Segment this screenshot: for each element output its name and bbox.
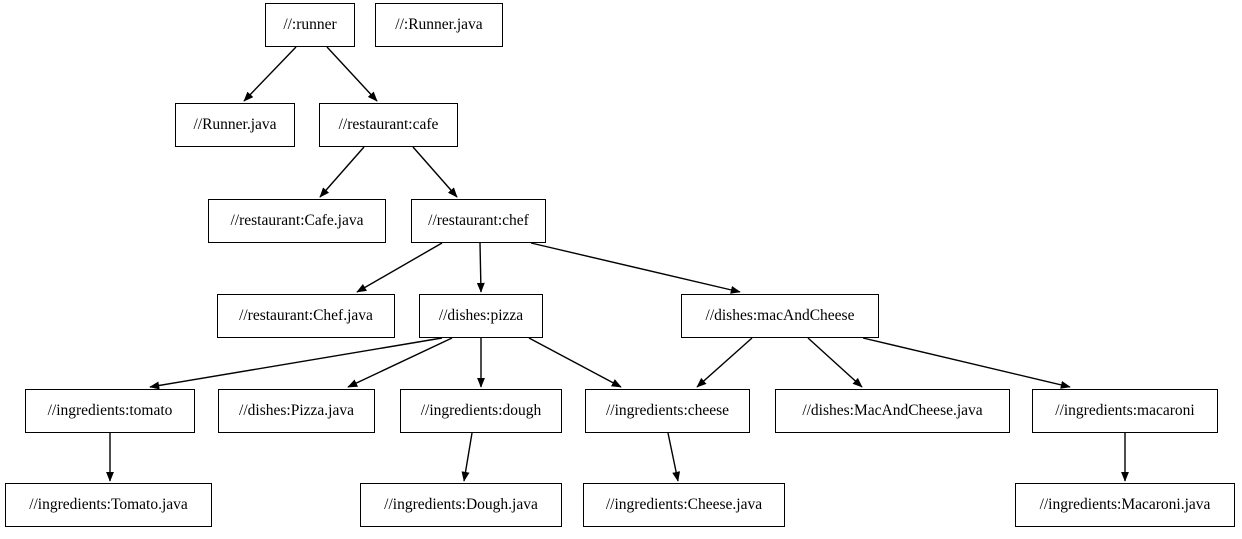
graph-node-restaurant_chef[interactable]: //restaurant:chef xyxy=(411,199,546,243)
graph-edge-dishes_mac-to-mac_java xyxy=(807,337,863,388)
graph-node-label: //ingredients:tomato xyxy=(47,402,173,420)
graph-node-label: //dishes:Pizza.java xyxy=(239,402,354,420)
graph-edge-restaurant_chef-to-dishes_pizza xyxy=(476,242,485,293)
graph-node-ing_macaroni[interactable]: //ingredients:macaroni xyxy=(1032,389,1218,433)
graph-edge-runner-to-restaurant_cafe xyxy=(326,46,378,102)
graph-edge-dishes_pizza-to-pizza_java xyxy=(347,337,453,388)
graph-node-label: //dishes:MacAndCheese.java xyxy=(802,402,983,420)
graph-node-label: //:Runner.java xyxy=(395,16,483,34)
graph-node-ing_cheese[interactable]: //ingredients:cheese xyxy=(585,389,750,433)
graph-node-label: //ingredients:dough xyxy=(420,402,542,420)
graph-edge-restaurant_chef-to-dishes_mac xyxy=(530,242,741,294)
graph-edge-ing_cheese-to-cheese_java xyxy=(667,432,681,482)
graph-node-ing_dough[interactable]: //ingredients:dough xyxy=(400,389,562,433)
graph-node-ing_tomato[interactable]: //ingredients:tomato xyxy=(25,389,195,433)
graph-node-label: //restaurant:cafe xyxy=(338,116,439,134)
graph-edge-restaurant_chef-to-chef_java xyxy=(356,242,443,293)
graph-node-label: //ingredients:Dough.java xyxy=(384,496,538,514)
graph-node-label: //restaurant:Chef.java xyxy=(239,307,373,325)
graph-node-runner[interactable]: //:runner xyxy=(265,3,355,47)
graph-node-tomato_java[interactable]: //ingredients:Tomato.java xyxy=(5,483,212,527)
graph-node-label: //ingredients:Cheese.java xyxy=(605,496,763,514)
graph-node-dishes_pizza[interactable]: //dishes:pizza xyxy=(419,294,543,338)
graph-node-label: //ingredients:Tomato.java xyxy=(29,496,188,514)
graph-edge-dishes_mac-to-ing_cheese xyxy=(696,337,753,388)
graph-edge-dishes_pizza-to-ing_cheese xyxy=(528,337,622,388)
graph-node-label: //:runner xyxy=(283,16,337,34)
graph-node-label: //dishes:macAndCheese xyxy=(705,307,855,325)
graph-node-label: //restaurant:chef xyxy=(428,212,529,230)
graph-edge-dishes_mac-to-ing_macaroni xyxy=(862,337,1071,389)
graph-node-cheese_java[interactable]: //ingredients:Cheese.java xyxy=(583,483,785,527)
graph-node-restaurant_cafe[interactable]: //restaurant:cafe xyxy=(319,103,458,147)
graph-node-macaroni_java[interactable]: //ingredients:Macaroni.java xyxy=(1015,483,1235,527)
graph-node-label: //Runner.java xyxy=(193,116,277,134)
graph-edge-restaurant_cafe-to-cafe_java xyxy=(319,146,365,198)
graph-node-mac_java[interactable]: //dishes:MacAndCheese.java xyxy=(775,389,1010,433)
graph-node-cafe_java[interactable]: //restaurant:Cafe.java xyxy=(208,199,386,243)
graph-node-chef_java[interactable]: //restaurant:Chef.java xyxy=(217,294,395,338)
graph-node-dough_java[interactable]: //ingredients:Dough.java xyxy=(360,483,562,527)
graph-node-label: //ingredients:macaroni xyxy=(1055,402,1195,420)
graph-edge-ing_dough-to-dough_java xyxy=(461,432,473,482)
graph-edge-restaurant_cafe-to-restaurant_chef xyxy=(412,146,458,198)
graph-node-label: //ingredients:cheese xyxy=(605,402,730,420)
graph-node-root_runner_java[interactable]: //:Runner.java xyxy=(375,3,503,47)
graph-node-label: //dishes:pizza xyxy=(438,307,524,325)
graph-node-label: //restaurant:Cafe.java xyxy=(230,212,364,230)
graph-node-runner_java[interactable]: //Runner.java xyxy=(175,103,295,147)
graph-node-dishes_mac[interactable]: //dishes:macAndCheese xyxy=(681,294,879,338)
graph-edge-dishes_pizza-to-ing_tomato xyxy=(149,337,443,390)
graph-node-pizza_java[interactable]: //dishes:Pizza.java xyxy=(218,389,375,433)
graph-node-label: //ingredients:Macaroni.java xyxy=(1039,496,1211,514)
graph-edge-runner-to-runner_java xyxy=(243,46,297,102)
